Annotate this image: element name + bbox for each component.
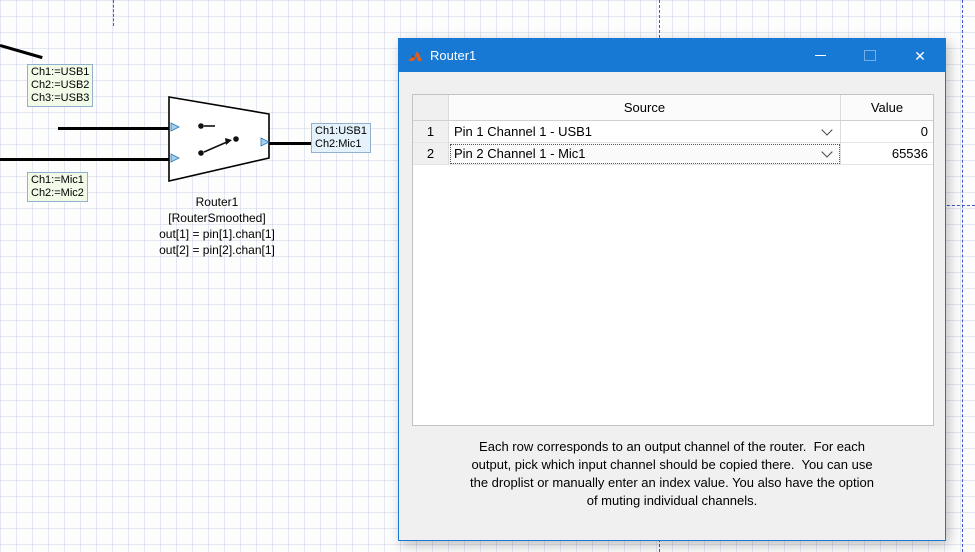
wire-label-usb-line2: Ch2:=USB2 (31, 79, 90, 91)
wire-output (269, 142, 313, 145)
wire-label-mic-line2: Ch2:=Mic2 (31, 187, 84, 199)
row-1-index: 1 (413, 121, 449, 143)
table-row: 2 Pin 2 Channel 1 - Mic1 65536 (413, 143, 933, 165)
wire-label-usb-line1: Ch1:=USB1 (31, 66, 90, 78)
block-class: [RouterSmoothed] (168, 211, 266, 225)
help-text-line4: of muting individual channels. (586, 493, 758, 508)
wire-usb-input (58, 127, 173, 130)
help-text-line3: the droplist or manually enter an index … (470, 475, 874, 490)
help-text-line2: output, pick which input channel should … (471, 457, 873, 472)
input-pin-1-icon (170, 122, 180, 132)
page-break-vertical-right (962, 0, 963, 552)
block-caption: Router1 [RouterSmoothed] out[1] = pin[1]… (127, 194, 307, 258)
row-1-source-label: Pin 1 Channel 1 - USB1 (454, 124, 593, 139)
input-pin-2-icon (170, 153, 180, 163)
minimize-button[interactable] (795, 39, 845, 72)
help-text-line1: Each row corresponds to an output channe… (479, 439, 865, 454)
block-annotation-1: out[1] = pin[1].chan[1] (159, 227, 275, 241)
row-1-source-dropdown[interactable]: Pin 1 Channel 1 - USB1 (449, 121, 841, 143)
page-break-vertical-left (113, 0, 114, 26)
row-2-index: 2 (413, 143, 449, 165)
header-value: Value (870, 100, 904, 115)
close-icon: ✕ (914, 47, 926, 64)
chevron-down-icon[interactable] (821, 124, 833, 136)
wire-label-output-line2: Ch2:Mic1 (315, 138, 362, 150)
row-2-source-label: Pin 2 Channel 1 - Mic1 (454, 146, 586, 161)
channel-routing-table: Source Value 1 Pin 1 Channel 1 - USB1 0 … (412, 94, 934, 426)
router-block-body[interactable] (168, 96, 270, 182)
row-2-source-dropdown[interactable]: Pin 2 Channel 1 - Mic1 (449, 143, 841, 165)
wire-label-usb: Ch1:=USB1 Ch2:=USB2 Ch3:=USB3 (27, 64, 94, 107)
wire-label-mic: Ch1:=Mic1 Ch2:=Mic2 (27, 172, 88, 202)
block-annotation-2: out[2] = pin[2].chan[1] (159, 243, 275, 257)
wire-label-output-line1: Ch1:USB1 (315, 125, 367, 137)
wire-label-mic-line1: Ch1:=Mic1 (31, 174, 84, 186)
table-header-row: Source Value (413, 95, 933, 121)
header-index (413, 95, 449, 120)
output-pin-icon (260, 137, 270, 147)
table-row: 1 Pin 1 Channel 1 - USB1 0 (413, 121, 933, 143)
dialog-help-text: Each row corresponds to an output channe… (407, 438, 937, 510)
wire-label-usb-line3: Ch3:=USB3 (31, 92, 90, 104)
router-block[interactable] (168, 96, 272, 182)
window-controls: ✕ (795, 39, 945, 72)
minimize-icon (814, 55, 826, 56)
router-switch-icon (198, 123, 239, 156)
maximize-button[interactable] (845, 39, 895, 72)
row-1-value-field[interactable]: 0 (841, 121, 933, 143)
header-source: Source (449, 95, 841, 120)
chevron-down-icon[interactable] (821, 146, 833, 158)
maximize-icon (864, 50, 876, 61)
wire-mic-input (0, 158, 172, 161)
dialog-titlebar[interactable]: Router1 ✕ (399, 39, 945, 72)
matlab-icon (407, 48, 423, 64)
close-button[interactable]: ✕ (895, 39, 945, 72)
row-2-value-field[interactable]: 65536 (841, 143, 933, 165)
router-properties-dialog: Router1 ✕ Source Value 1 Pin 1 Channel 1… (398, 38, 946, 541)
dialog-title: Router1 (430, 48, 477, 63)
block-name: Router1 (195, 195, 239, 209)
wire-label-output: Ch1:USB1 Ch2:Mic1 (311, 123, 371, 153)
